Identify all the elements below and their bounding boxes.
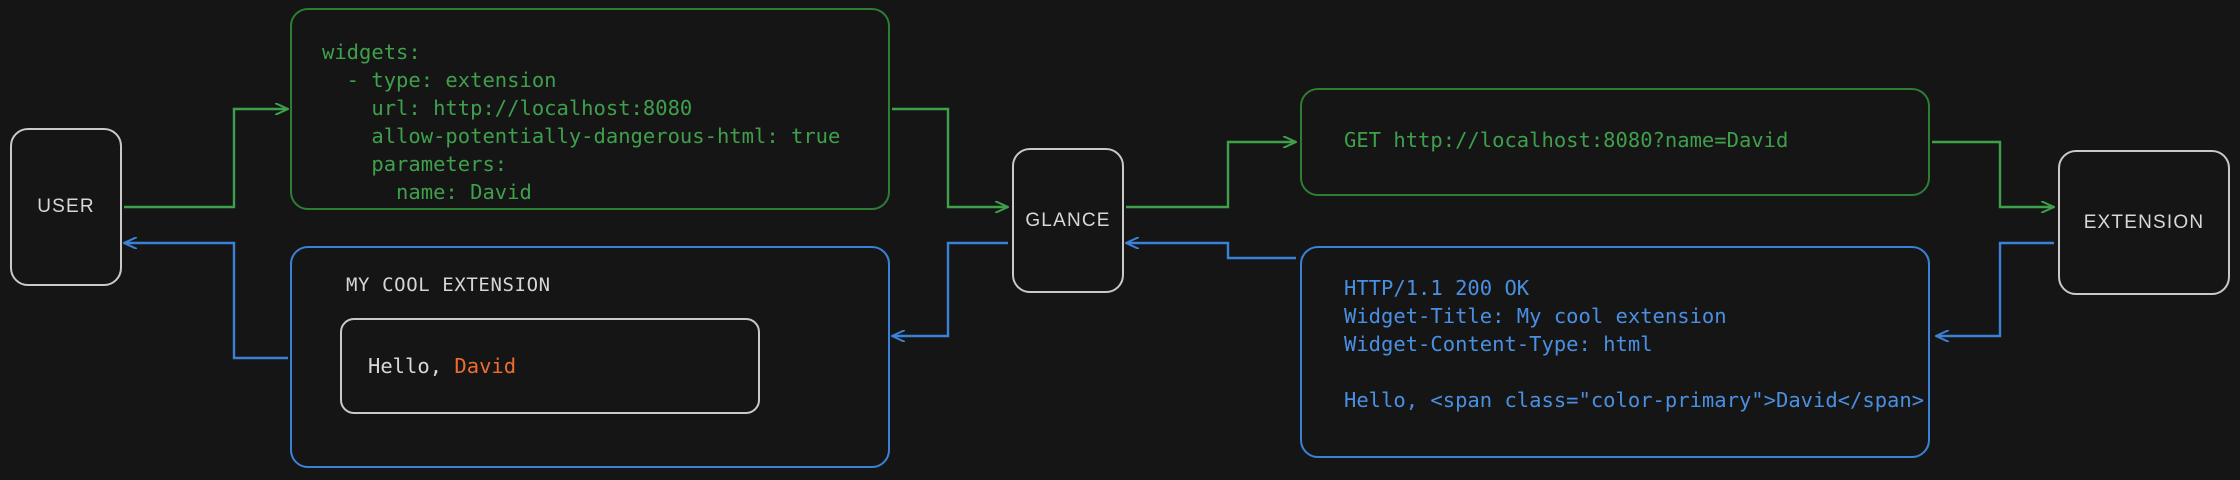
edge-glance-to-request (1126, 142, 1296, 209)
node-user[interactable]: USER (10, 128, 122, 286)
edge-widget-to-user (124, 243, 288, 360)
node-user-label: USER (37, 196, 95, 217)
node-extension-label: EXTENSION (2083, 211, 2205, 233)
panel-rendered-widget: MY COOL EXTENSION Hello, David (290, 246, 890, 468)
node-glance[interactable]: GLANCE (1012, 148, 1124, 293)
widget-greeting: Hello, David (368, 354, 516, 378)
config-yaml-text: widgets: - type: extension url: http://l… (322, 40, 841, 204)
edge-extension-to-response (1936, 241, 2054, 336)
panel-http-response: HTTP/1.1 200 OK Widget-Title: My cool ex… (1300, 246, 1930, 458)
http-response-text: HTTP/1.1 200 OK Widget-Title: My cool ex… (1344, 276, 1925, 412)
edge-response-to-glance (1126, 243, 1296, 260)
edge-config-to-glance (892, 107, 1008, 207)
node-extension[interactable]: EXTENSION (2058, 150, 2230, 295)
edge-glance-to-widget (892, 241, 1008, 336)
widget-greeting-name: David (454, 354, 517, 378)
edge-request-to-extension (1932, 140, 2054, 207)
widget-title: MY COOL EXTENSION (346, 274, 551, 296)
panel-http-request: GET http://localhost:8080?name=David (1300, 88, 1930, 196)
widget-greeting-prefix: Hello, (368, 354, 455, 378)
panel-config-yaml: widgets: - type: extension url: http://l… (290, 8, 890, 210)
node-glance-label: GLANCE (1025, 209, 1111, 231)
http-request-text: GET http://localhost:8080?name=David (1344, 128, 1789, 152)
widget-content-box: Hello, David (340, 318, 760, 414)
edge-user-to-config (124, 109, 288, 209)
